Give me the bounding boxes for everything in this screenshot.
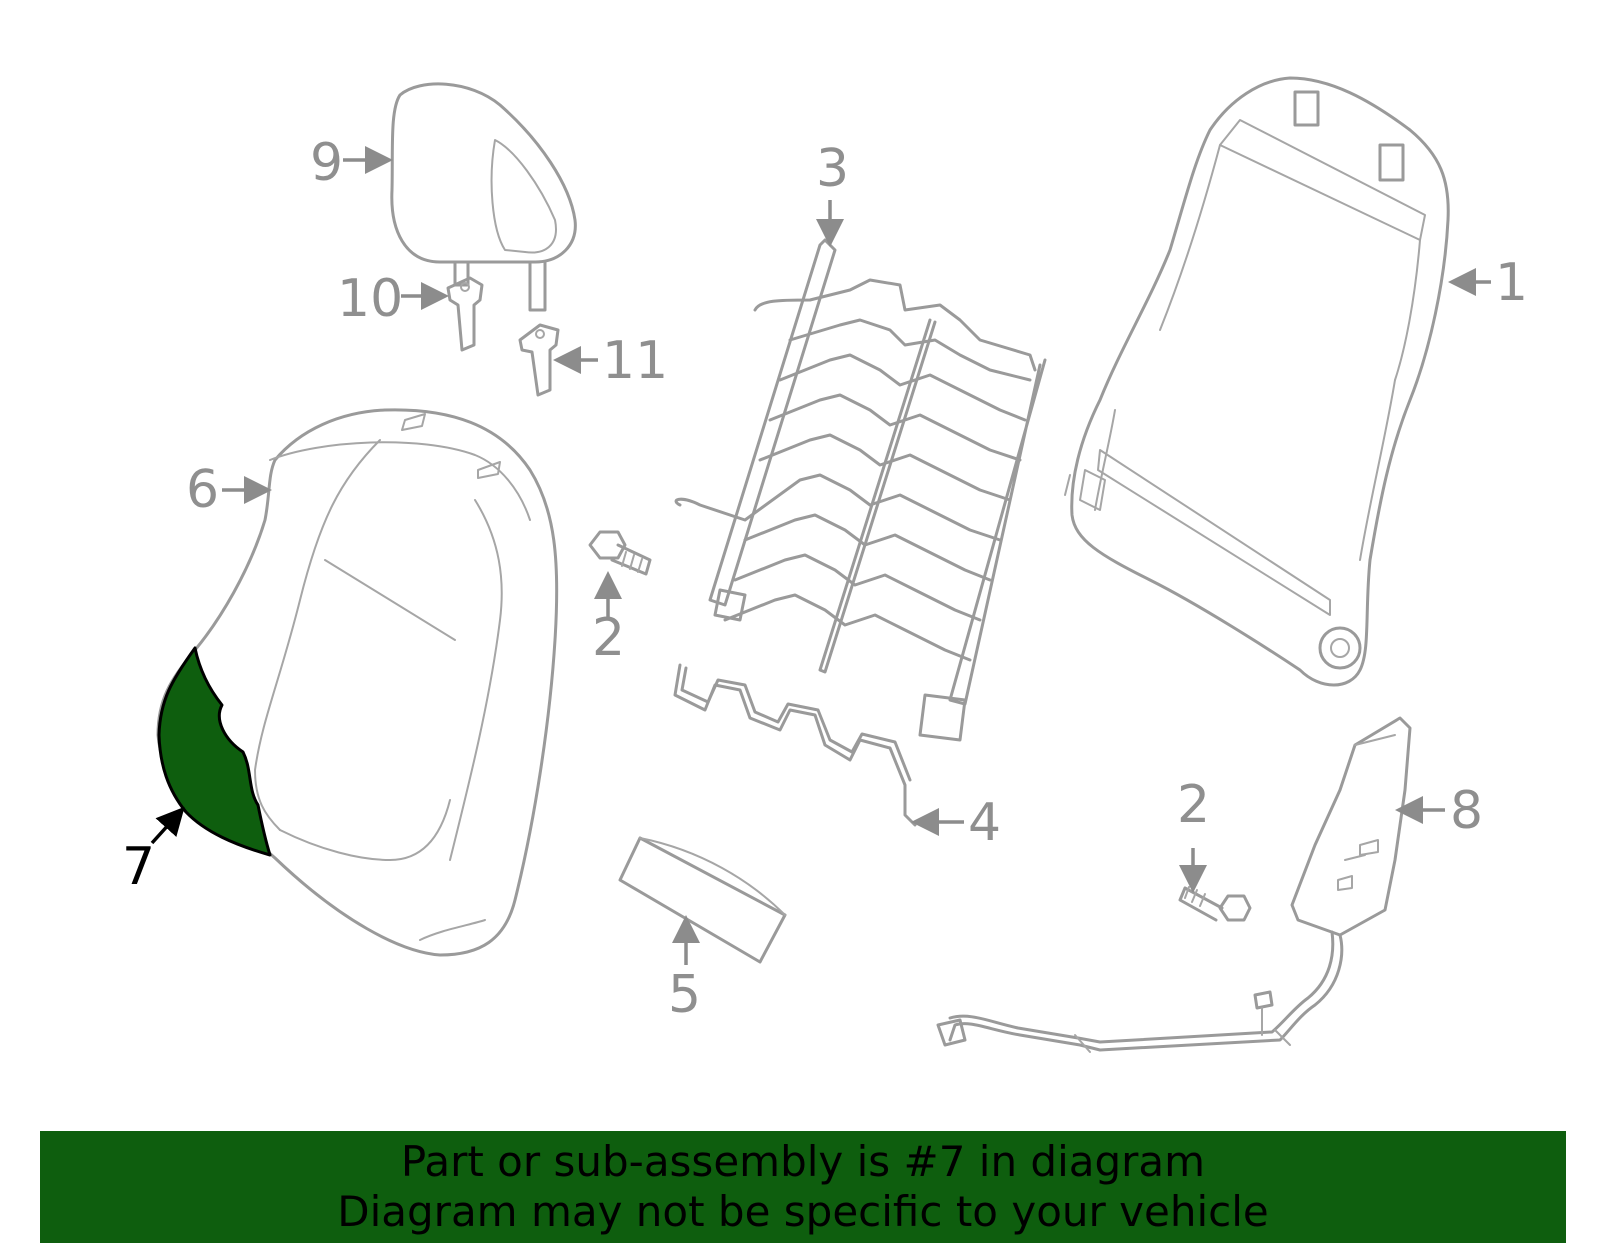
wire-harness-part: [936, 930, 1344, 1053]
bolt-lower-part: [1178, 886, 1252, 922]
callout-5: 5: [668, 965, 701, 1025]
callout-8: 8: [1450, 781, 1483, 841]
headrest-part: [390, 82, 577, 312]
lower-spring-wire-part: [673, 663, 917, 827]
notice-banner: Part or sub-assembly is #7 in diagram Di…: [40, 1131, 1566, 1243]
callout-10: 10: [337, 269, 403, 329]
banner-line-2: Diagram may not be specific to your vehi…: [337, 1187, 1269, 1236]
callout-2-lower: 2: [1177, 775, 1210, 835]
bolt-upper-part: [588, 530, 652, 576]
spring-frame-part: [674, 238, 1047, 742]
callout-6: 6: [186, 460, 219, 520]
callout-7: 7: [122, 837, 155, 897]
seat-back-pad-highlighted-part: [157, 646, 272, 857]
headrest-guide-left-part: [446, 276, 484, 352]
callout-9: 9: [310, 133, 343, 193]
callout-11: 11: [602, 331, 668, 391]
callout-3: 3: [816, 139, 849, 199]
callout-4: 4: [968, 793, 1001, 853]
seat-back-frame-part: [1064, 76, 1450, 687]
headrest-guide-right-part: [518, 323, 560, 397]
callout-2-upper: 2: [592, 608, 625, 668]
banner-line-1: Part or sub-assembly is #7 in diagram: [400, 1137, 1206, 1186]
leader-arrows: [150, 146, 1491, 965]
pad-strip-part: [618, 836, 787, 964]
side-trim-part: [1290, 716, 1412, 937]
callout-1: 1: [1495, 253, 1528, 313]
